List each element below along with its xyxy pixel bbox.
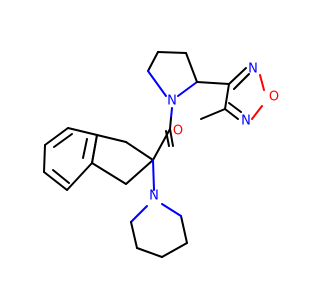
bond-oxa-methyl [200,108,226,120]
bond-oxa-c3-n2 [228,67,247,85]
bond-benzene-5 [66,162,93,191]
bond-indane-c3a-c3 [91,162,127,185]
bond-carbonyl-n-segment [169,117,172,130]
bond-benzene-6 [91,134,98,164]
bond-oxa-o1-n5 [251,105,263,120]
bond-benzene-2 [44,127,69,146]
bond-pip-c5-c6 [180,215,188,244]
bond-quaternary-to-piperidine-n [152,159,155,191]
bond-pyr-to-oxadiazole [196,81,230,85]
structure-canvas: N N O N O N [43,51,279,258]
bond-layer [43,51,265,258]
bond-pyr-n-c5 [147,70,167,97]
oxadiazole-nitrogen-bottom-label: N [241,114,251,129]
bond-pyr-c2-n [177,81,198,97]
bond-pyr-c5-c4 [147,51,159,72]
piperidine-nitrogen-label: N [149,189,159,204]
bond-oxa-c4-c3 [224,83,230,110]
pyrrolidine-nitrogen-label: N [167,94,177,109]
bond-benzene-1 [67,127,98,136]
carbonyl-oxygen-label: O [173,124,183,139]
bond-pyr-c3-c2 [185,52,198,83]
atom-label-layer: N N O N O N [149,62,279,204]
bond-pip-c4-c5 [161,242,188,258]
bond-benzene-2-double [53,133,73,148]
bond-oxa-n5-c4-double [228,102,242,113]
bond-pip-c3-c4 [136,247,163,258]
oxadiazole-oxygen-label: O [269,90,279,105]
bond-benzene-6-double [82,138,88,159]
bond-pip-c6-n [161,203,182,217]
bond-pyr-c4-c3 [157,51,187,54]
bond-benzene-3 [43,144,46,173]
bond-carbonyl-to-quaternary [152,128,171,161]
bond-indane-c3-c2 [125,159,154,185]
bond-benzene-4 [43,171,68,191]
bond-n-to-carbonyl [170,107,173,119]
molecule-diagram: N N O N O N [43,51,279,258]
bond-oxa-n5-c4 [224,108,239,120]
bond-indane-c1-c7a [96,134,127,143]
bond-pip-c2-c3 [130,221,138,249]
oxadiazole-nitrogen-top-label: N [248,62,258,77]
bond-benzene-4-double [52,169,70,184]
bond-carbonyl-c-o [169,128,174,147]
bond-oxa-n2-o1 [259,74,265,91]
bond-pip-n-c2 [130,205,148,223]
bond-oxa-c3-n2-double [233,73,250,90]
bond-indane-c2-c1 [125,141,154,161]
